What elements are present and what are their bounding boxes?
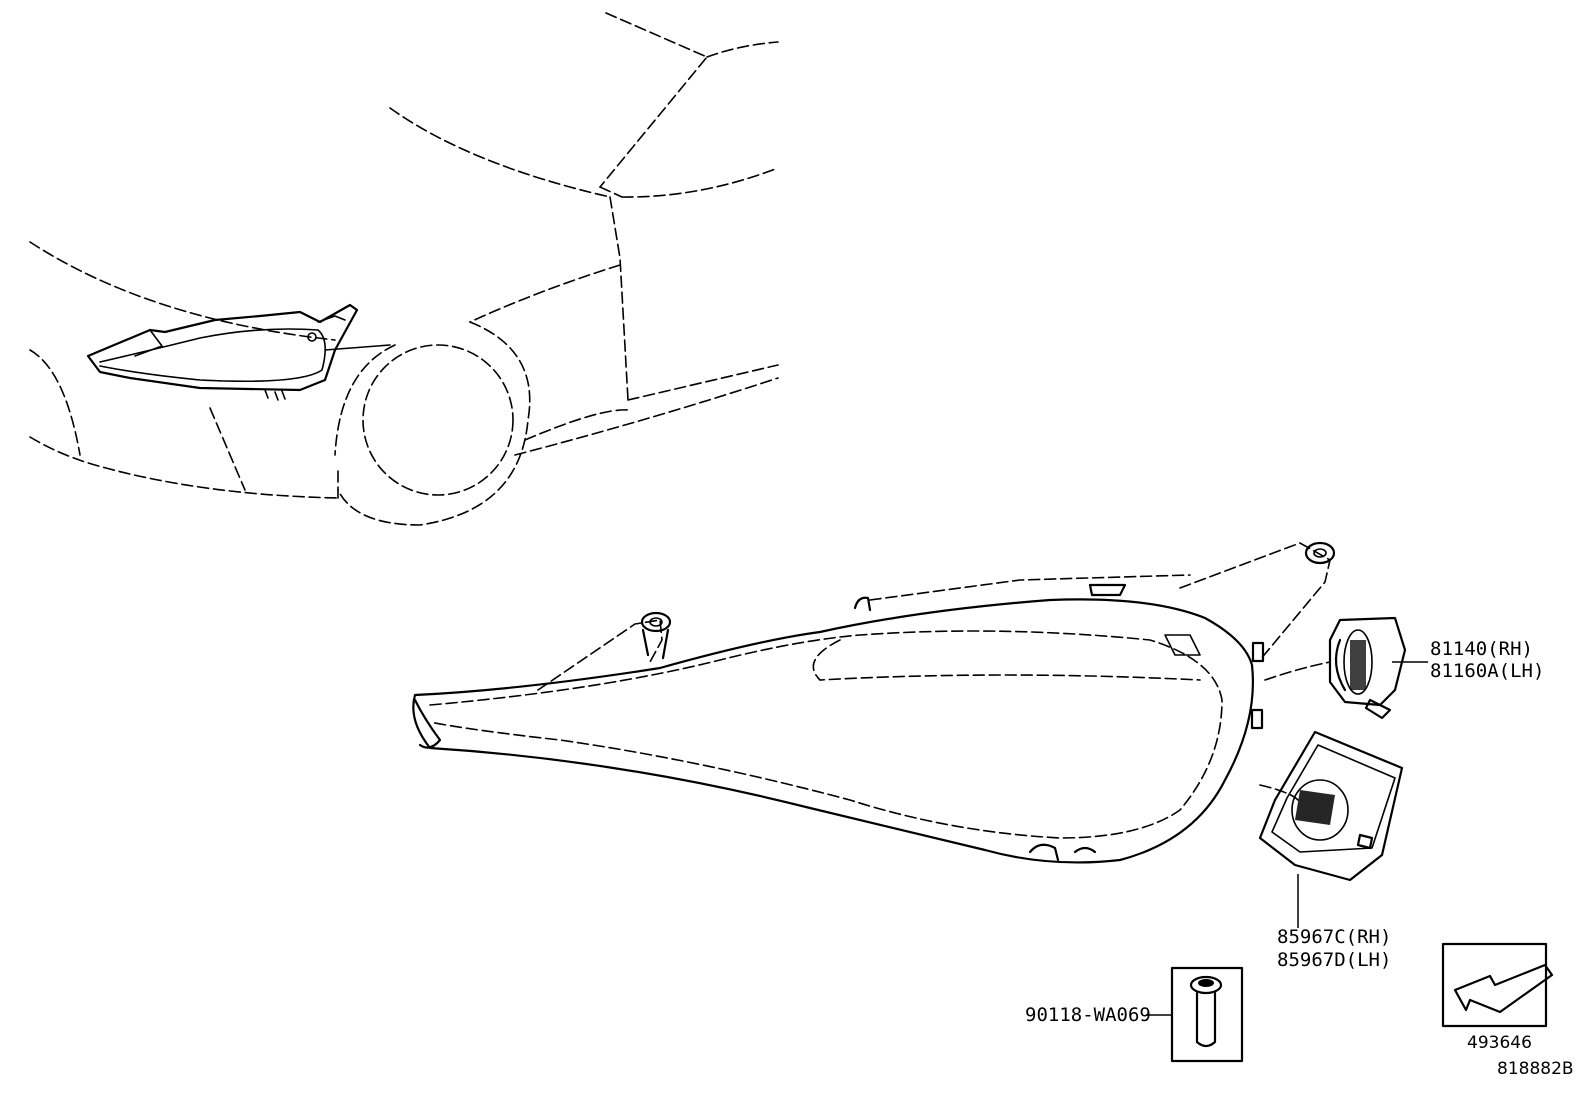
projector-rh-label: 81140(RH) xyxy=(1430,638,1533,660)
projector-unit xyxy=(1264,616,1407,720)
projector-lh-label: 81160A(LH) xyxy=(1430,660,1544,682)
direction-arrow-icon xyxy=(1441,942,1554,1028)
diagram-code-label: 818882B xyxy=(1497,1059,1574,1079)
screw-label: 90118-WA069 xyxy=(1025,1004,1151,1026)
headlamp-assembly xyxy=(412,541,1336,864)
vehicle-front-view xyxy=(29,12,779,526)
screw-part xyxy=(1170,966,1244,1063)
computer-rh-label: 85967C(RH) xyxy=(1277,926,1391,948)
leader-lines xyxy=(1146,661,1428,1016)
computer-lh-label: 85967D(LH) xyxy=(1277,949,1391,971)
symbol-code-label: 493646 xyxy=(1467,1033,1532,1053)
headlamp-computer xyxy=(1258,730,1404,882)
